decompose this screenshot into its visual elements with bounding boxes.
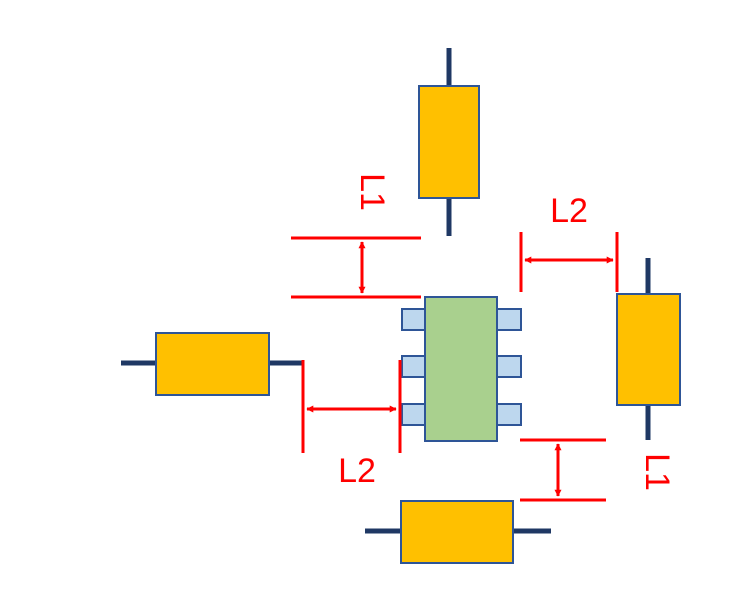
dimension-l2-bottom: L2 [301, 360, 402, 490]
resistor-left-body [155, 332, 270, 396]
dimension-l2-top: L2 [519, 192, 619, 292]
ic-pin-left-2 [401, 355, 427, 378]
dimension-l1-top: L1 [291, 173, 421, 299]
ic-pin-right-1 [496, 308, 522, 331]
l1-top-label: L1 [353, 173, 391, 211]
resistor-top-vertical [418, 48, 480, 236]
ic-pin-left-1 [401, 308, 427, 331]
ic-chip [401, 296, 522, 442]
resistor-left-horizontal [121, 332, 302, 396]
l2-bottom-label: L2 [338, 452, 376, 490]
ic-pin-right-2 [496, 355, 522, 378]
l1-bottom-label: L1 [638, 453, 676, 491]
dimension-l1-bottom: L1 [520, 438, 676, 502]
resistor-bottom-horizontal [365, 500, 551, 564]
ic-body [424, 296, 498, 442]
resistor-bottom-body [400, 500, 514, 564]
ic-pin-left-3 [401, 403, 427, 426]
resistor-top-body [418, 85, 480, 199]
resistor-right-body [616, 293, 681, 406]
resistor-right-vertical [616, 258, 681, 440]
l2-top-label: L2 [550, 192, 588, 230]
ic-pin-right-3 [496, 403, 522, 426]
